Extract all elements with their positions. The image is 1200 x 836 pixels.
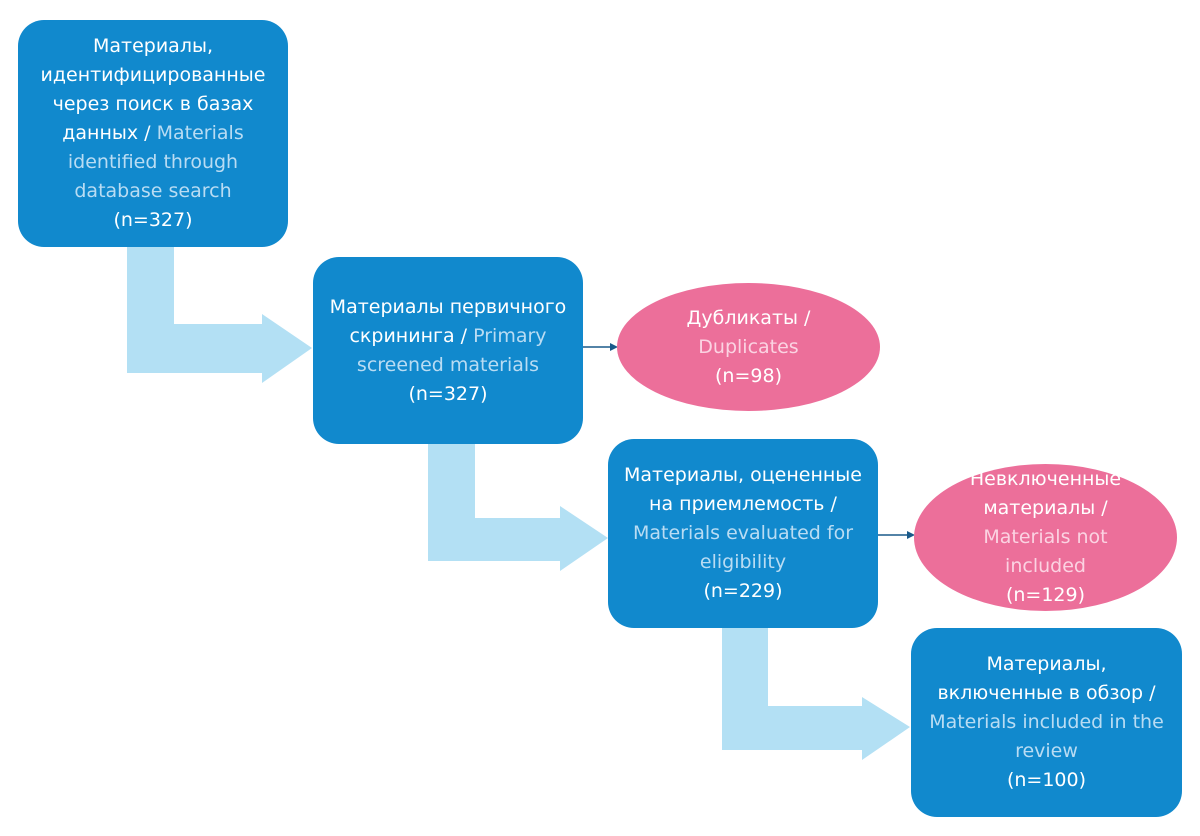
node-screened-ru: Материалы первичного скрининга / — [329, 295, 567, 347]
node-identified-en: Materials identified through database se… — [67, 122, 244, 202]
node-included: Материалы, включенные в обзор / Material… — [911, 628, 1182, 817]
node-identified: Материалы, идентифицированные через поис… — [18, 20, 288, 247]
node-excluded-en: Materials not included — [983, 526, 1108, 577]
node-included-text: Материалы, включенные в обзор / Material… — [927, 650, 1167, 766]
connector-arrowhead-excluded — [907, 531, 915, 539]
node-duplicates-ru: Дубликаты / — [686, 306, 811, 329]
connector-arrowhead-duplicates — [610, 343, 618, 351]
node-eligibility-text: Материалы, оцененные на приемлемость / M… — [623, 461, 863, 577]
node-included-count: (n=100) — [1006, 769, 1087, 791]
node-excluded: Невключенные материалы / Materials not i… — [914, 464, 1177, 611]
node-eligibility-count: (n=229) — [703, 580, 783, 602]
node-included-ru: Материалы, включенные в обзор / — [937, 653, 1156, 704]
node-duplicates-text: Дубликаты / Duplicates — [637, 304, 860, 362]
flow-arrow-identified-to-screened — [127, 247, 312, 383]
node-duplicates-count: (n=98) — [715, 364, 782, 387]
node-eligibility: Материалы, оцененные на приемлемость / M… — [608, 439, 878, 628]
flow-arrow-screened-to-eligibility — [428, 444, 608, 571]
node-identified-text: Материалы, идентифицированные через поис… — [28, 32, 278, 206]
node-excluded-ru: Невключенные материалы / — [969, 468, 1122, 519]
node-eligibility-ru: Материалы, оцененные на приемлемость / — [624, 464, 862, 515]
node-excluded-text: Невключенные материалы / Materials not i… — [951, 465, 1141, 581]
node-identified-count: (n=327) — [113, 209, 193, 231]
node-screened-text: Материалы первичного скрининга / Primary… — [328, 293, 568, 380]
node-duplicates: Дубликаты / Duplicates (n=98) — [617, 283, 880, 411]
node-screened-count: (n=327) — [408, 382, 488, 405]
node-excluded-count: (n=129) — [1005, 584, 1086, 606]
node-identified-ru: Материалы, идентифицированные через поис… — [40, 35, 266, 144]
node-duplicates-en: Duplicates — [698, 335, 799, 358]
node-screened: Материалы первичного скрининга / Primary… — [313, 257, 583, 444]
node-eligibility-en: Materials evaluated for eligibility — [632, 522, 854, 573]
flow-arrow-eligibility-to-included — [722, 628, 910, 760]
node-included-en: Materials included in the review — [929, 711, 1164, 762]
node-screened-en: Primary screened materials — [356, 324, 547, 376]
